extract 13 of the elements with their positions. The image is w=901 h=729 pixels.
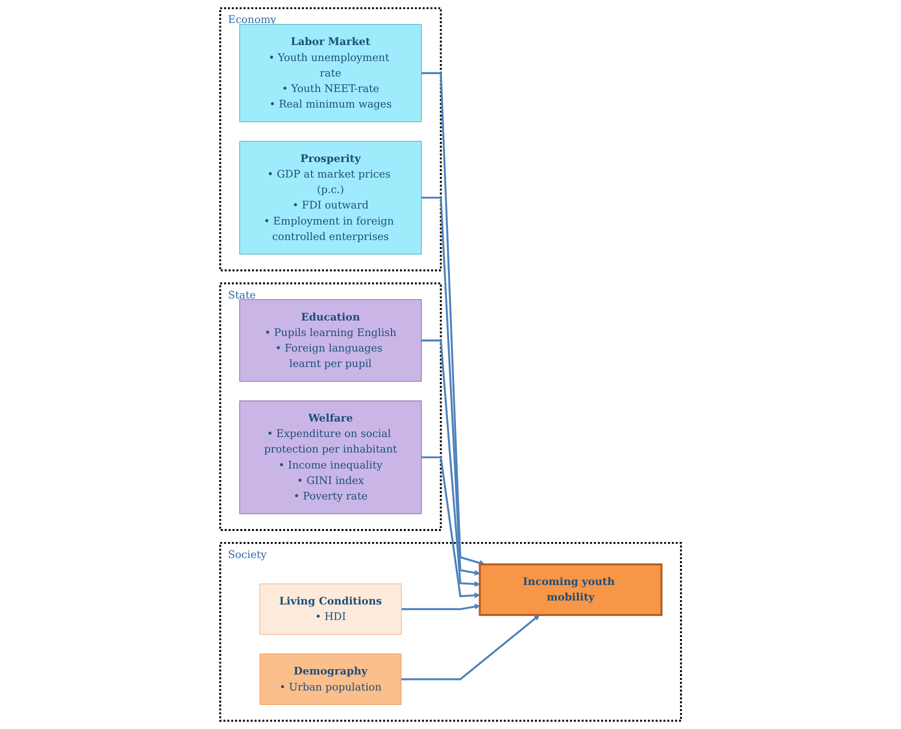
- node-box: Demography • Urban population: [260, 654, 402, 705]
- arrow: [401, 604, 480, 610]
- node-box: Living Conditions • HDI: [259, 584, 402, 635]
- arrow: [400, 614, 540, 680]
- arrow: [421, 456, 480, 598]
- node-box: Incoming youth mobility: [478, 563, 662, 616]
- node-box: Welfare • Expenditure on social protection per inhabitant • Income inequality • GINI index • Poverty rate: [239, 400, 422, 514]
- arrow: [421, 340, 480, 587]
- arrow: [421, 196, 480, 576]
- node-box: Prosperity • GDP at market prices (p.c.) • FDI outward • Employment in foreign controlled enterprises: [239, 140, 422, 254]
- node-box: Education • Pupils learning English • Foreign languages learnt per pupil: [239, 299, 422, 382]
- arrow: [421, 72, 485, 566]
- node-box: Labor Market • Youth unemployment rate • Youth NEET-rate • Real minimum wages: [239, 24, 422, 122]
